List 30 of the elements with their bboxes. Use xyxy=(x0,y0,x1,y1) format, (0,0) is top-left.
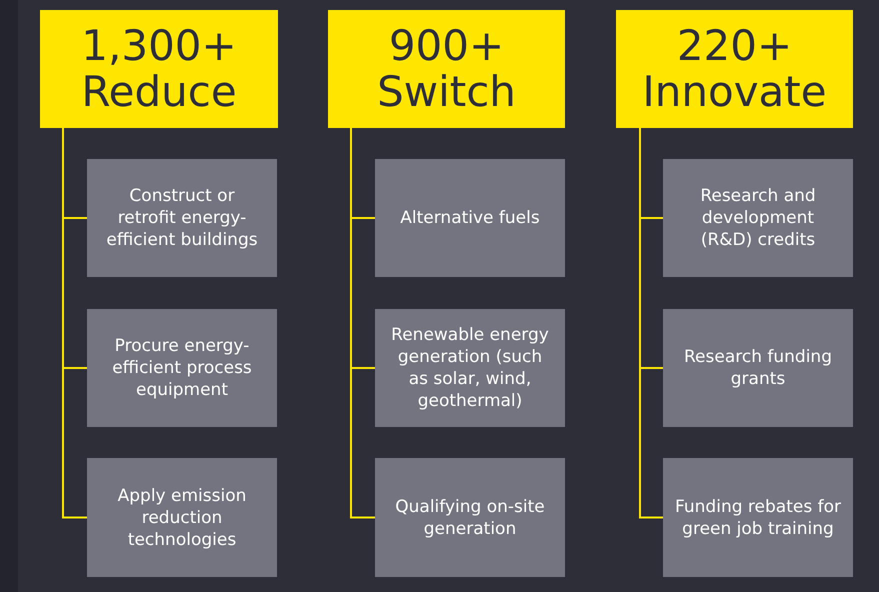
connector-line xyxy=(62,128,87,518)
measure-box xyxy=(375,159,565,277)
count-value: 900+ xyxy=(388,23,504,69)
count-value: 1,300+ xyxy=(81,23,237,69)
category-title: Innovate xyxy=(642,69,827,115)
measure-box xyxy=(663,458,853,577)
measure-box xyxy=(87,458,277,577)
category-header xyxy=(616,10,853,128)
count-value: 220+ xyxy=(676,23,792,69)
connector-line xyxy=(639,128,663,518)
category-title: Switch xyxy=(377,69,516,115)
measure-box xyxy=(663,159,853,277)
measure-text: Qualifying on-site generation xyxy=(394,496,546,540)
measure-box xyxy=(375,309,565,427)
measure-box xyxy=(87,309,277,427)
measure-text: Funding rebates for green job training xyxy=(675,496,841,540)
measure-text: Research funding grants xyxy=(683,346,833,390)
measure-box xyxy=(375,458,565,577)
measure-text: Procure energy-efficient process equipment xyxy=(111,335,253,401)
measure-box xyxy=(87,159,277,277)
connector-line xyxy=(350,128,375,518)
measure-text: Alternative fuels xyxy=(400,207,540,229)
category-header xyxy=(40,10,278,128)
category-header xyxy=(328,10,565,128)
measure-text: Research and development (R&D) credits xyxy=(699,185,817,251)
measure-text: Renewable energy generation (such as solar, wind, geothermal) xyxy=(390,324,550,412)
measure-box xyxy=(663,309,853,427)
category-title: Reduce xyxy=(81,69,237,115)
measure-text: Construct or retrofit energy-efficient buildings xyxy=(105,185,259,251)
measure-text: Apply emission reduction technologies xyxy=(116,484,248,550)
